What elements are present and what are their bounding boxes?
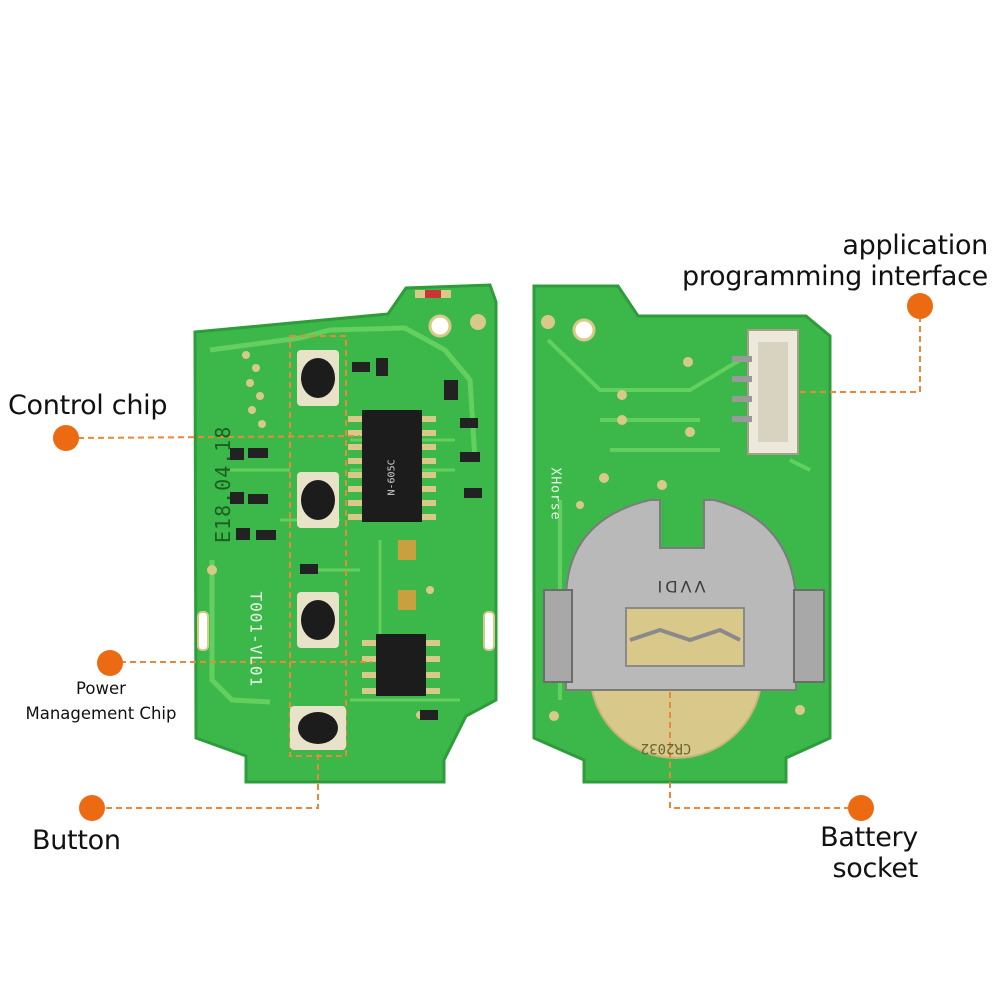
date-code-marking: E18.04.18 xyxy=(211,425,235,543)
api-label: application programming interface xyxy=(682,230,988,292)
board-id-marking: XHorse xyxy=(547,467,563,521)
power-chip-graphic xyxy=(362,634,440,696)
tactile-buttons xyxy=(290,350,346,750)
api-label-line1: application xyxy=(842,230,988,261)
button-label: Button xyxy=(32,825,121,856)
left-pcb-board xyxy=(193,283,498,784)
battery-label-line2: socket xyxy=(832,853,918,884)
power-chip-label-line2: Management Chip xyxy=(25,704,177,723)
part-code-marking: T001-VL01 xyxy=(246,591,266,688)
api-label-line2: programming interface xyxy=(681,261,988,292)
battery-holder-graphic xyxy=(543,499,825,691)
control-chip-graphic xyxy=(348,410,436,522)
power-chip-label-line1: Power xyxy=(76,679,126,698)
control-chip-dot xyxy=(53,425,79,451)
chip-marking: N-605C xyxy=(386,459,398,496)
power-chip-dot xyxy=(97,650,123,676)
api-dot xyxy=(907,293,933,319)
battery-label: Battery socket xyxy=(820,822,918,884)
callout-dots xyxy=(53,293,933,821)
battery-type-marking: CR2032 xyxy=(640,740,692,756)
battery-label-line1: Battery xyxy=(820,822,918,853)
control-chip-label: Control chip xyxy=(8,390,168,421)
button-dot xyxy=(79,795,105,821)
brand-marking: VVDI xyxy=(654,577,706,596)
programming-connector-graphic xyxy=(732,329,799,455)
right-pcb-board xyxy=(532,284,832,784)
power-chip-label: Power Management Chip xyxy=(12,676,190,726)
callout-lines xyxy=(77,306,921,809)
battery-dot xyxy=(848,795,874,821)
